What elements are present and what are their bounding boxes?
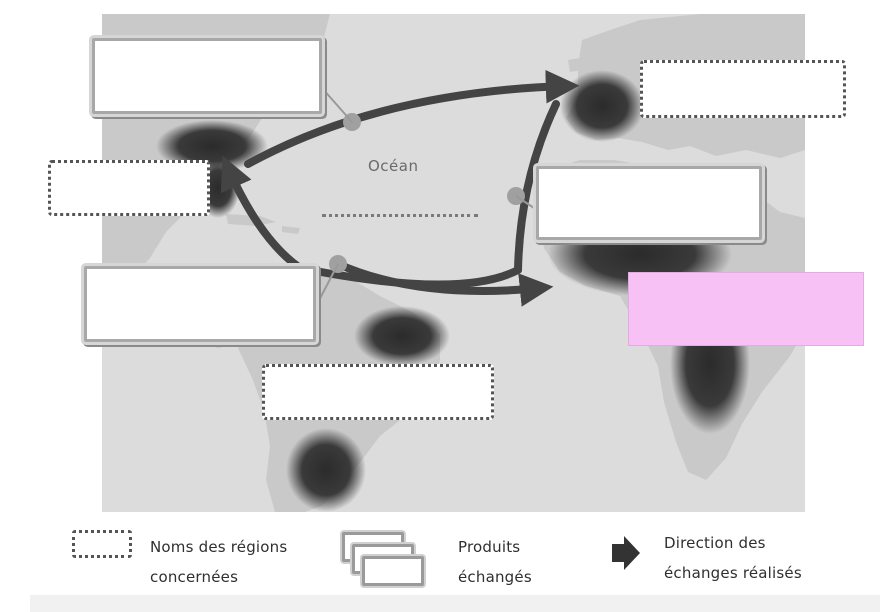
dotted-box-icon <box>72 530 132 558</box>
triangular-trade-map: Océan <box>48 14 864 512</box>
highlight-rio-plata <box>286 428 366 512</box>
arrow-europe-to-africa <box>514 100 560 274</box>
legend-direction-label: Direction des échanges réalisés <box>664 528 802 588</box>
leader-line-1 <box>321 87 353 123</box>
legend-direction-line2: échanges réalisés <box>664 564 802 582</box>
leader-line-3 <box>315 263 339 307</box>
legend-regions-line2: concernées <box>150 568 239 586</box>
legend-products-line2: échangés <box>458 568 532 586</box>
legend-products-label: Produits échangés <box>458 532 532 592</box>
ocean-name-blank[interactable] <box>322 214 478 217</box>
region-box-africa-highlighted[interactable] <box>628 272 864 346</box>
product-box-south-america[interactable] <box>84 266 316 342</box>
legend: Noms des régions concernées Produits éch… <box>0 520 880 612</box>
arrow-south-to-africa <box>334 260 554 307</box>
region-box-south-america[interactable] <box>262 364 494 420</box>
ocean-label: Océan <box>368 157 419 175</box>
highlight-brazil <box>354 306 450 366</box>
legend-products-line1: Produits <box>458 538 521 556</box>
product-box-africa[interactable] <box>536 166 762 240</box>
british-isles <box>568 36 612 76</box>
highlight-europe <box>560 70 644 142</box>
legend-regions-label: Noms des régions concernées <box>150 532 287 592</box>
region-box-europe[interactable] <box>640 60 846 118</box>
product-box-north-america[interactable] <box>92 38 322 114</box>
legend-regions-line1: Noms des régions <box>150 538 288 556</box>
region-box-caribbean[interactable] <box>48 160 210 216</box>
arrow-america-to-europe <box>244 69 580 168</box>
legend-direction-line1: Direction des <box>664 534 766 552</box>
legend-footer-bar <box>30 595 880 612</box>
arrow-right-icon <box>612 536 640 570</box>
